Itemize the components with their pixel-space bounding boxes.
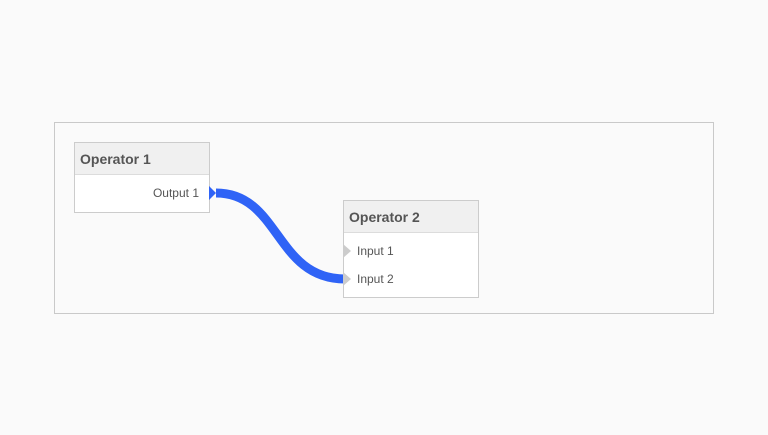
input-label: Input 2 bbox=[357, 272, 394, 286]
output-arrow-icon[interactable] bbox=[209, 186, 216, 200]
input-arrow-icon[interactable] bbox=[343, 272, 351, 286]
input-label: Input 1 bbox=[357, 244, 394, 258]
output-label: Output 1 bbox=[152, 186, 199, 200]
operator-title[interactable]: Operator 2 bbox=[344, 201, 478, 233]
input-arrow-icon[interactable] bbox=[343, 244, 351, 258]
input-connector-2[interactable]: Input 2 bbox=[343, 265, 478, 293]
operator-1[interactable]: Operator 1 Output 1 bbox=[74, 142, 216, 213]
operator-title[interactable]: Operator 1 bbox=[75, 143, 209, 175]
input-connector-1[interactable]: Input 1 bbox=[343, 237, 478, 265]
output-connector-1[interactable]: Output 1 bbox=[75, 179, 216, 207]
operator-2[interactable]: Operator 2 Input 1 Input 2 bbox=[343, 200, 479, 298]
